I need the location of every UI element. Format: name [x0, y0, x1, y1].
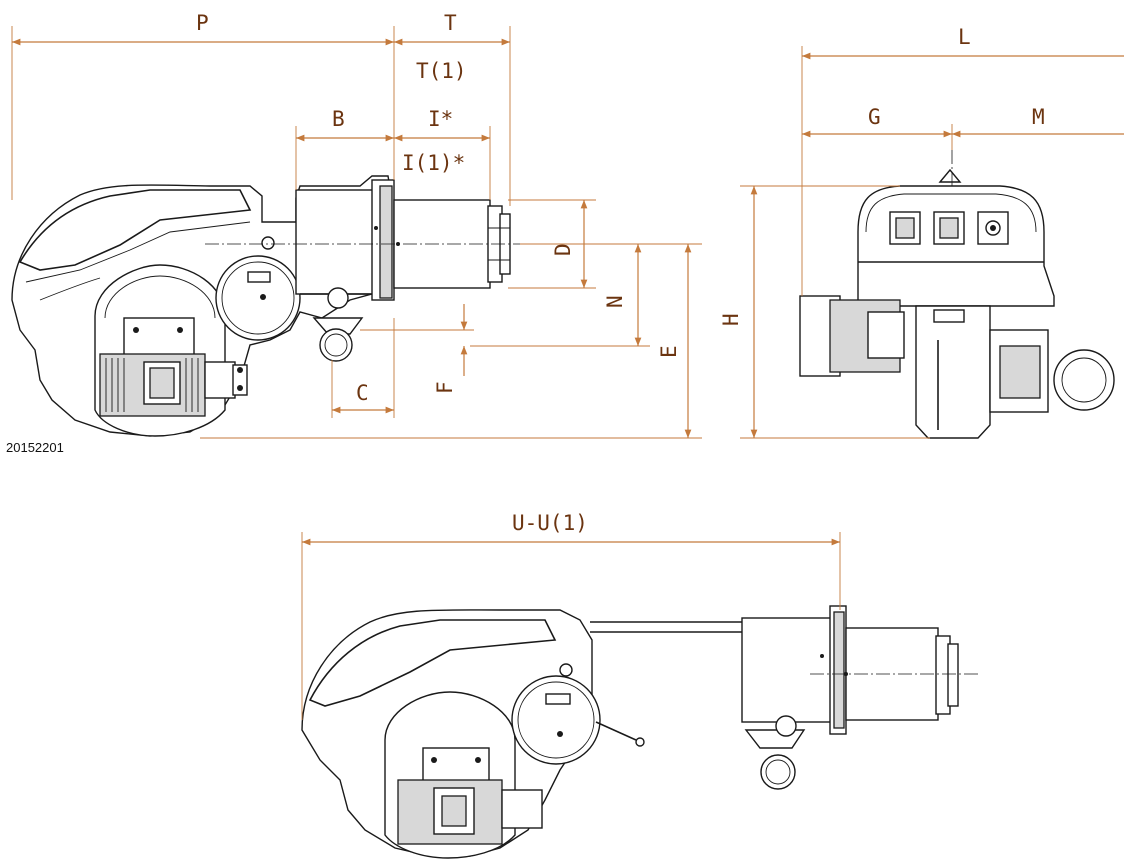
dim-label-l: L: [958, 25, 971, 49]
extended-view-dimensions: U-U(1): [301, 511, 841, 720]
dim-label-b: B: [332, 107, 345, 131]
dim-label-u: U-U(1): [512, 511, 588, 535]
side-view-dimensions: P T T(1) B I* I(1)* D N E F: [11, 11, 702, 439]
side-view: 20152201: [6, 175, 520, 455]
dim-label-d: D: [551, 243, 575, 256]
drawing-code: 20152201: [6, 440, 64, 455]
dim-label-m: M: [1032, 105, 1045, 129]
dim-label-t: T: [444, 11, 457, 35]
dim-label-f: F: [433, 381, 457, 394]
dim-label-p: P: [196, 11, 209, 35]
front-view: [799, 150, 1115, 439]
dim-label-i-star: I*: [428, 107, 453, 131]
front-view-dimensions: L G M H: [719, 25, 1124, 439]
dim-label-e: E: [657, 345, 681, 358]
dim-label-i1-star: I(1)*: [402, 151, 465, 175]
dim-label-t1: T(1): [416, 59, 467, 83]
extended-view: [301, 605, 980, 859]
dim-label-n: N: [603, 295, 627, 308]
dim-label-c: C: [356, 381, 369, 405]
dim-label-g: G: [868, 105, 881, 129]
dim-label-h: H: [719, 313, 743, 326]
